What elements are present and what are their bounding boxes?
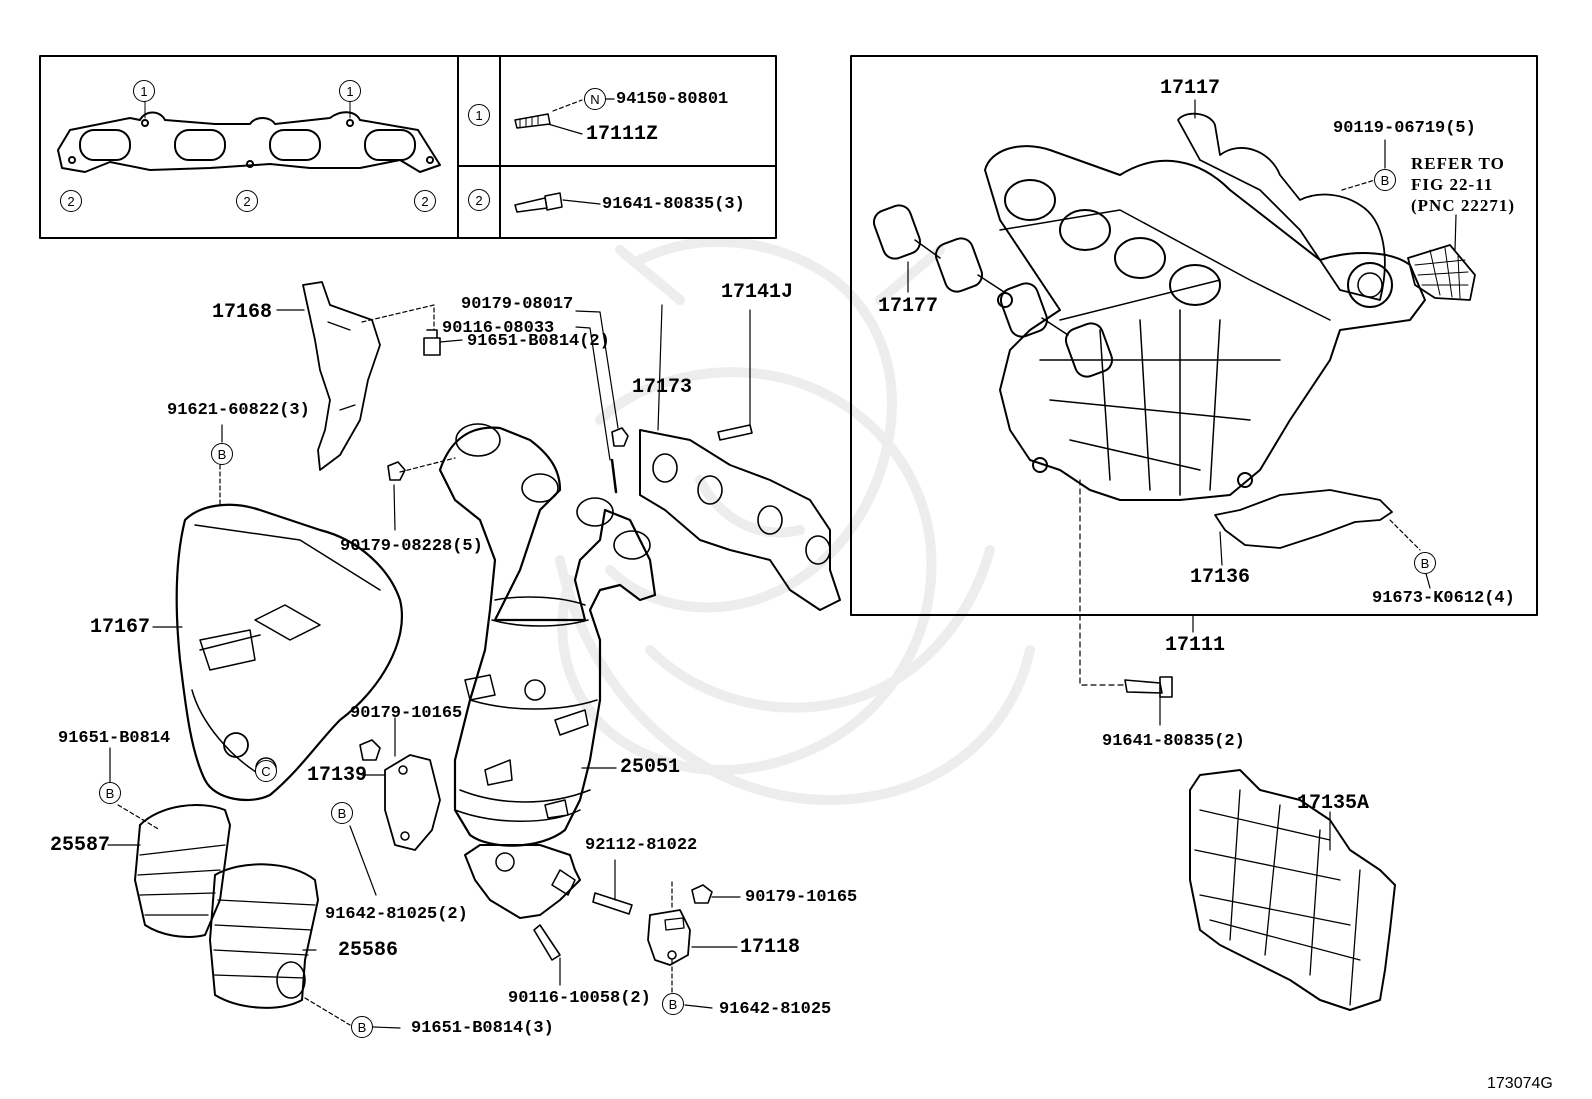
callout-b-91651: B xyxy=(99,782,121,804)
callout-b-91651-3: B xyxy=(351,1016,373,1038)
label-17168: 17168 xyxy=(212,301,273,324)
label-17167: 17167 xyxy=(90,616,151,639)
part-25051-converter xyxy=(438,423,657,919)
legend-row-2-bolt-label: 91641-80835(3) xyxy=(602,195,745,214)
label-17118: 17118 xyxy=(740,936,801,959)
part-17167 xyxy=(175,503,403,802)
part-17139 xyxy=(384,754,441,851)
label-17177: 17177 xyxy=(878,295,939,318)
legend-gasket xyxy=(57,111,441,173)
part-17173 xyxy=(639,429,841,611)
label-17135a: 17135A xyxy=(1297,792,1370,815)
note-line-3: (PNC 22271) xyxy=(1411,196,1516,215)
label-90119-06719: 90119-06719(5) xyxy=(1333,119,1476,138)
callout-b-91673: B xyxy=(1414,552,1436,574)
nut-90179-08017 xyxy=(611,427,629,447)
callout-b-91621: B xyxy=(211,443,233,465)
label-91642-81025: 91642-81025 xyxy=(719,1000,832,1019)
legend-row-1-nut-label: 94150-80801 xyxy=(616,90,729,109)
label-90179-08017: 90179-08017 xyxy=(461,295,574,314)
legend-marker-2b: 2 xyxy=(236,190,258,212)
label-17173: 17173 xyxy=(632,376,693,399)
label-91621-60822: 91621-60822(3) xyxy=(167,401,310,420)
label-91651-b0814-2: 91651-B0814(2) xyxy=(467,332,610,351)
legend-nut-symbol: N xyxy=(584,88,606,110)
label-90179-10165-b: 90179-10165 xyxy=(745,888,858,907)
label-90179-08228: 90179-08228(5) xyxy=(340,537,483,556)
label-90116-08033: 90116-08033 xyxy=(442,319,555,338)
note-line-1: REFER TO xyxy=(1411,154,1505,173)
legend-marker-1b: 1 xyxy=(339,80,361,102)
stud-90116-10058 xyxy=(533,924,561,961)
label-91651-b0814: 91651-B0814 xyxy=(58,729,171,748)
nut-90179-10165-b xyxy=(691,884,713,904)
label-25587: 25587 xyxy=(50,834,111,857)
legend-box xyxy=(39,55,777,239)
legend-row-1-stud-label: 17111Z xyxy=(586,123,659,146)
label-90116-10058: 90116-10058(2) xyxy=(508,989,651,1008)
intake-manifold-box xyxy=(850,55,1538,616)
label-17141j: 17141J xyxy=(721,281,794,304)
nut-90179-10165-a xyxy=(359,739,381,761)
watermark-emblem xyxy=(555,236,1035,805)
part-17117 xyxy=(1177,112,1386,301)
part-17168 xyxy=(302,281,381,471)
part-17136 xyxy=(1214,489,1393,549)
note-line-2: FIG 22-11 xyxy=(1411,175,1494,194)
callout-b-91642-2: B xyxy=(331,802,353,824)
label-90179-10165-a: 90179-10165 xyxy=(350,704,463,723)
label-17136: 17136 xyxy=(1190,566,1251,589)
figure-code: 173074G xyxy=(1487,1075,1553,1092)
callout-b-90119: B xyxy=(1374,169,1396,191)
label-91642-81025-2: 91642-81025(2) xyxy=(325,905,468,924)
label-17117: 17117 xyxy=(1160,77,1221,100)
label-17111: 17111 xyxy=(1165,634,1226,657)
label-25586: 25586 xyxy=(338,939,399,962)
part-22271 xyxy=(1407,244,1476,301)
part-17177-gaskets xyxy=(872,204,1114,378)
label-91641-80835-2: 91641-80835(2) xyxy=(1102,732,1245,751)
callout-c-17167: C xyxy=(255,760,277,782)
part-25587 xyxy=(134,804,231,938)
part-25586 xyxy=(209,863,319,1009)
label-25051: 25051 xyxy=(620,756,681,779)
part-17135A xyxy=(1189,769,1396,1011)
label-91651-b0814-3: 91651-B0814(3) xyxy=(411,1019,554,1038)
intake-manifold xyxy=(984,145,1426,501)
label-17139: 17139 xyxy=(307,764,368,787)
part-17141J xyxy=(717,424,753,441)
legend-row-1-marker: 1 xyxy=(468,104,490,126)
legend-marker-2a: 2 xyxy=(60,190,82,212)
label-92112-81022: 92112-81022 xyxy=(585,836,698,855)
legend-marker-1a: 1 xyxy=(133,80,155,102)
part-17118 xyxy=(647,909,691,966)
legend-row-2-marker: 2 xyxy=(468,189,490,211)
legend-bolt xyxy=(514,197,548,213)
label-91673-k0612: 91673-K0612(4) xyxy=(1372,589,1515,608)
stud-92112-81022 xyxy=(592,892,633,915)
callout-b-91642: B xyxy=(662,993,684,1015)
nut-90179-08228 xyxy=(387,461,406,481)
legend-marker-2c: 2 xyxy=(414,190,436,212)
